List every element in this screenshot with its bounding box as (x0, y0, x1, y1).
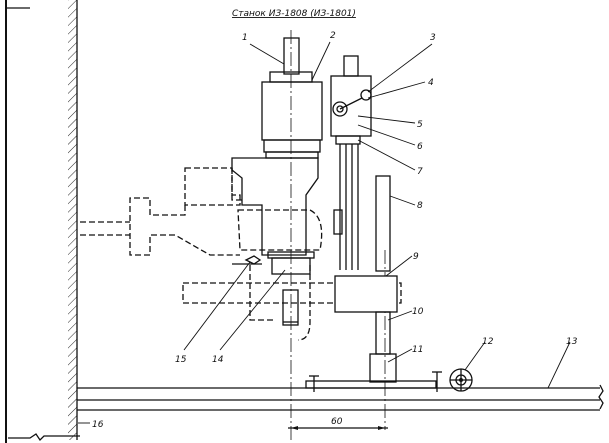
drawing-title: Станок ИЗ-1808 (ИЗ-1801) (232, 9, 356, 19)
callout-8: 8 (417, 201, 423, 211)
dimension-60: 60 (288, 417, 388, 430)
leader-lines (78, 41, 571, 424)
callout-10: 10 (412, 307, 424, 317)
dimension-label: 60 (331, 417, 343, 427)
vertical-column (330, 55, 372, 270)
callout-15: 15 (175, 355, 187, 365)
wall (5, 0, 80, 443)
cross-arm-outline (182, 282, 402, 304)
callout-16: 16 (92, 420, 104, 430)
callout-12: 12 (482, 337, 494, 347)
callout-2: 2 (330, 31, 336, 41)
callout-6: 6 (417, 142, 423, 152)
callout-1: 1 (242, 33, 248, 43)
callout-7: 7 (417, 167, 423, 177)
callout-9: 9 (413, 252, 419, 262)
grinding-head (231, 157, 319, 326)
floor-rail (77, 384, 604, 411)
callout-14: 14 (212, 355, 224, 365)
grinding-head-alt (80, 167, 323, 341)
callout-5: 5 (417, 120, 423, 130)
callout-13: 13 (566, 337, 578, 347)
handwheel[interactable] (449, 368, 473, 392)
callout-4: 4 (428, 78, 434, 88)
support-column (305, 175, 442, 392)
callout-11: 11 (412, 345, 423, 355)
callout-3: 3 (430, 33, 436, 43)
